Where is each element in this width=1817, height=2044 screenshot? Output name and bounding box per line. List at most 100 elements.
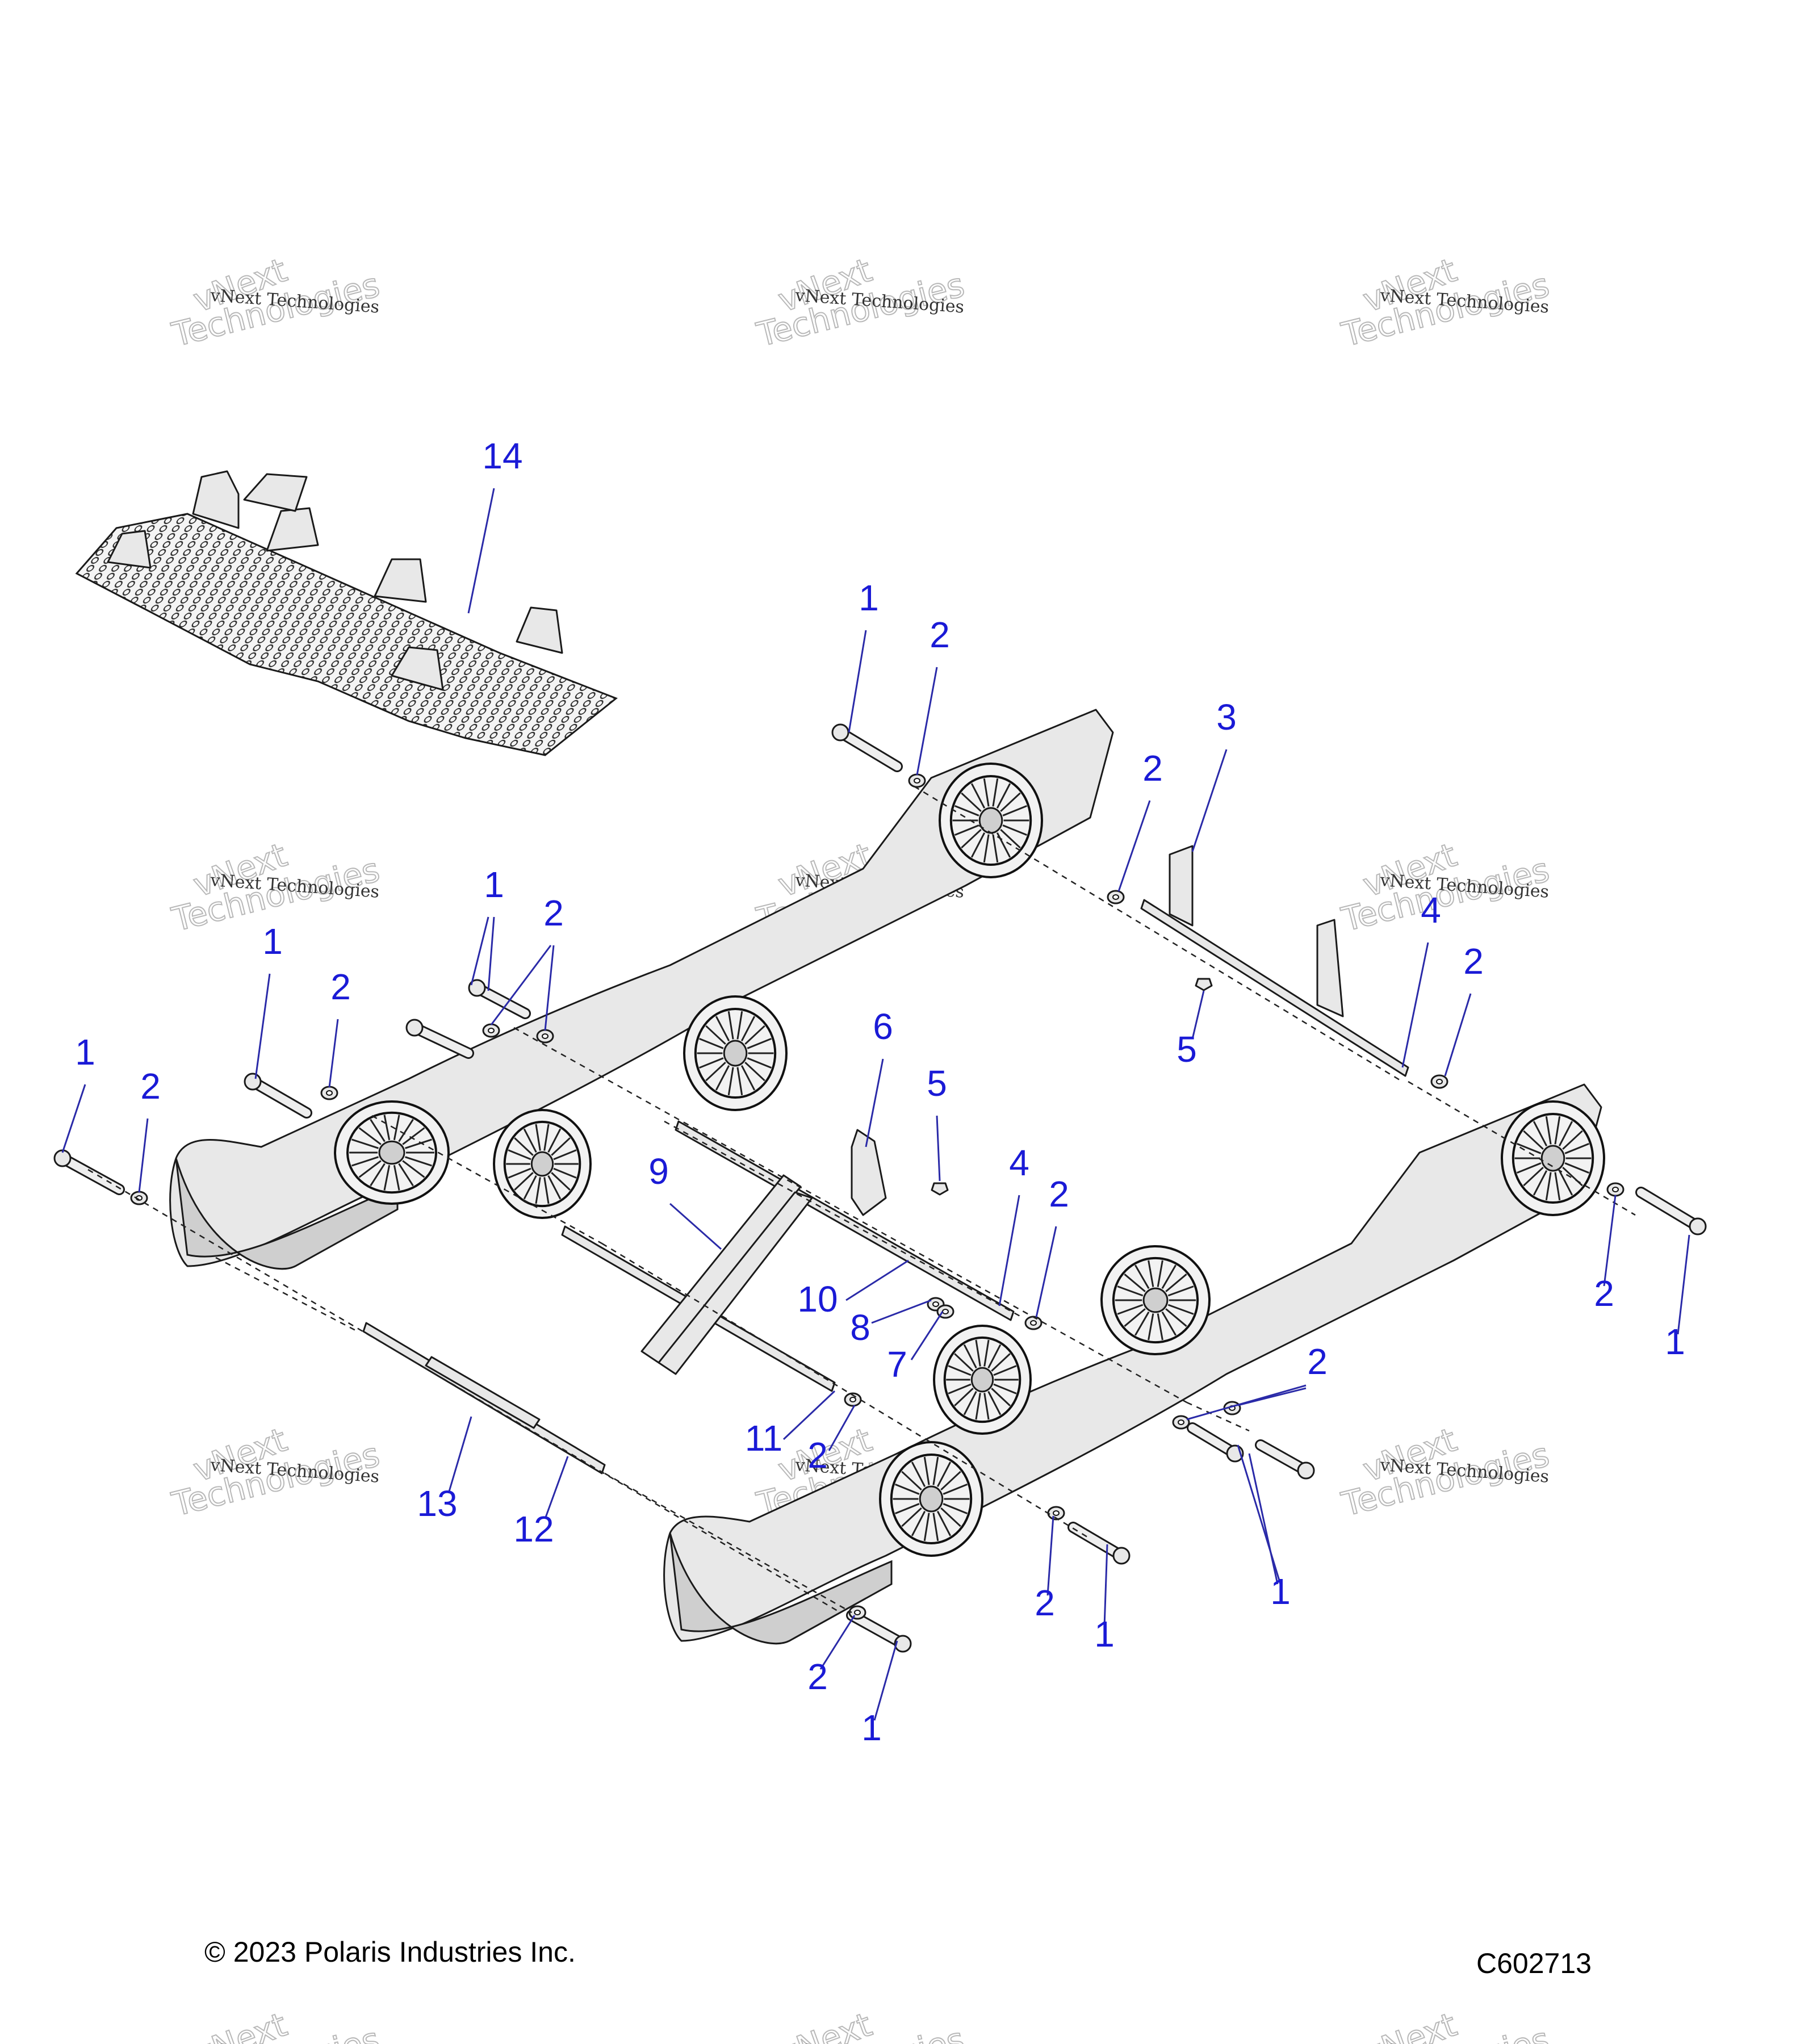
leader-line	[1191, 749, 1228, 852]
callout-number: 2	[1594, 1273, 1614, 1314]
figure-id: C602713	[1476, 1947, 1592, 1979]
callout-number: 2	[330, 966, 351, 1007]
bolt	[1187, 1422, 1244, 1463]
callout-number: 1	[1094, 1614, 1115, 1655]
watermark-outline-top: vNext	[1358, 2005, 1462, 2044]
washer	[536, 1029, 554, 1044]
washer	[1172, 1415, 1190, 1430]
leader-line	[1237, 1444, 1282, 1585]
callout-number: 2	[807, 1435, 828, 1476]
leader-line	[1444, 993, 1472, 1077]
washer	[1107, 890, 1125, 904]
callout-number: 13	[417, 1483, 457, 1524]
leader-line	[1677, 1234, 1690, 1335]
washer	[908, 773, 926, 788]
wheel	[334, 1100, 450, 1205]
washer	[1430, 1074, 1448, 1089]
callout-number: 5	[1177, 1029, 1197, 1070]
callout-number: 1	[1665, 1321, 1685, 1362]
leader-line	[871, 1299, 932, 1324]
bolt	[1635, 1187, 1707, 1235]
leader-line	[1603, 1195, 1617, 1287]
callout-number: 2	[140, 1066, 161, 1107]
washer	[320, 1086, 338, 1100]
leader-line	[1046, 1515, 1054, 1596]
watermark-outline-top: vNext	[773, 2005, 877, 2044]
idler-wheels	[334, 763, 1605, 1557]
callout-number: 2	[543, 893, 564, 933]
leader-line	[910, 1311, 944, 1360]
leader-line	[254, 973, 271, 1079]
callout-leaders	[61, 488, 1690, 1721]
wheel	[933, 1325, 1032, 1435]
leader-line	[447, 1416, 472, 1494]
leader-line	[1191, 990, 1205, 1040]
wheel	[683, 995, 788, 1111]
callout-number: 2	[930, 614, 950, 655]
copyright-text: © 2023 Polaris Industries Inc.	[204, 1936, 576, 1968]
callout-number: 6	[873, 1006, 893, 1047]
nut	[1195, 978, 1213, 991]
leader-line	[61, 1084, 86, 1153]
callout-number: 2	[1463, 941, 1484, 982]
leader-line	[998, 1195, 1020, 1306]
leader-line	[1401, 942, 1429, 1068]
callout-number: 1	[861, 1707, 882, 1748]
leader-line	[845, 1259, 909, 1301]
callout-number: 1	[75, 1032, 95, 1073]
assembly-lines	[87, 785, 1636, 1614]
leader-line	[1248, 1453, 1279, 1585]
bolt	[405, 1019, 474, 1059]
callout-number: 1	[859, 577, 879, 618]
leader-line	[936, 1115, 941, 1182]
washer	[482, 1023, 500, 1038]
leader-line	[490, 945, 552, 1025]
leader-line	[470, 916, 489, 986]
callout-number: 9	[648, 1151, 669, 1192]
leader-line	[782, 1390, 836, 1440]
bolt	[53, 1149, 125, 1195]
callout-number: 4	[1421, 890, 1441, 931]
leader-line	[819, 1615, 856, 1670]
leader-line	[487, 916, 495, 991]
leader-line	[544, 1456, 569, 1519]
wheel	[1100, 1245, 1211, 1355]
bolt	[846, 1610, 912, 1653]
bolt	[244, 1073, 312, 1119]
callout-number: 7	[887, 1344, 907, 1385]
leader-line	[865, 1058, 884, 1147]
watermark-outline-top: vNext	[189, 2005, 292, 2044]
callout-number: 2	[1035, 1582, 1055, 1623]
wheel	[939, 763, 1043, 878]
leader-line	[138, 1118, 149, 1193]
hardware-layer	[53, 723, 1707, 1653]
callout-number: 1	[1270, 1571, 1291, 1612]
washer	[1606, 1182, 1625, 1197]
bolt	[468, 979, 531, 1019]
right-slide-rail	[663, 1083, 1602, 1645]
callout-number: 1	[262, 921, 283, 962]
leader-line	[1237, 1387, 1307, 1406]
callout-number: 2	[807, 1656, 828, 1697]
leader-line	[669, 1203, 722, 1250]
callout-number: 12	[513, 1509, 554, 1549]
leader-line	[467, 488, 495, 614]
callout-number: 1	[484, 864, 504, 905]
leader-line	[848, 630, 867, 733]
callout-number: 5	[927, 1063, 947, 1104]
track-part	[75, 470, 618, 756]
leader-line	[1117, 800, 1151, 892]
callout-number: 8	[850, 1307, 870, 1348]
callout-number: 4	[1009, 1142, 1029, 1183]
callout-number: 2	[1307, 1341, 1328, 1382]
